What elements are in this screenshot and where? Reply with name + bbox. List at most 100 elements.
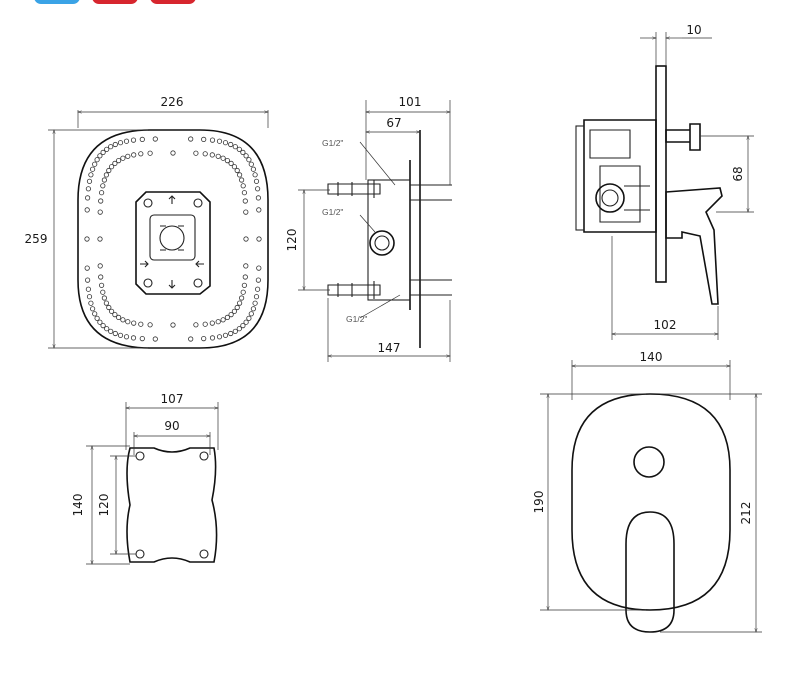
dim-frame-outer-height: 140 (71, 494, 85, 517)
perforation-dot (92, 161, 98, 167)
perforation-dot (116, 314, 122, 320)
perforation-dot (84, 207, 90, 213)
perforation-dot (252, 172, 258, 178)
perforation-dot (100, 183, 106, 189)
perforation-dot (94, 157, 100, 163)
perforation-dot (131, 152, 137, 158)
perforation-dot (228, 160, 234, 166)
perforation-dot (98, 198, 104, 204)
perforation-dot (248, 161, 254, 167)
perforation-dot (106, 304, 112, 311)
perforation-dot (236, 146, 242, 152)
perforation-dot (241, 282, 247, 288)
perforation-dot (252, 300, 258, 306)
perforation-dot (240, 289, 246, 295)
perforation-dot (209, 137, 216, 143)
perforation-dot (239, 295, 245, 301)
perforation-dot (193, 150, 199, 156)
perforation-dot (85, 195, 91, 201)
mounting-frame-view: 107 90 140 120 (71, 392, 218, 564)
perforation-dot (224, 158, 230, 164)
perforation-dot (97, 209, 103, 215)
perforation-dot (123, 138, 130, 144)
perforation-dot (103, 300, 110, 306)
dim-side-depth-total: 101 (399, 95, 422, 109)
perforation-dot (246, 157, 252, 163)
dim-side-depth-inner: 67 (386, 116, 401, 130)
perforation-dot (243, 209, 249, 215)
cover-plate-view: 140 190 212 (532, 350, 762, 633)
dim-cover-total-height: 212 (739, 502, 753, 525)
perforation-dot (224, 314, 230, 320)
perforation-dot (234, 167, 240, 174)
perforation-dot (106, 167, 112, 174)
perforation-dot (243, 236, 249, 242)
perforation-dot (237, 300, 243, 306)
perforation-dot (255, 195, 261, 201)
perforation-dot (112, 141, 118, 148)
share-button-red-2[interactable] (150, 0, 196, 4)
perforation-dot (222, 332, 229, 338)
perforation-dot (85, 186, 92, 192)
label-thread-bottom: G1/2" (346, 314, 367, 324)
perforation-dot (152, 136, 158, 142)
perforation-dot (201, 335, 207, 342)
perforation-dot (112, 311, 118, 318)
perforation-dot (100, 289, 106, 295)
perforation-dot (101, 177, 108, 183)
perforation-dot (222, 140, 229, 146)
perforation-dot (97, 319, 103, 325)
perforation-dot (85, 286, 92, 292)
perforation-dot (99, 282, 105, 288)
perforation-dot (170, 150, 176, 156)
perforation-dot (104, 326, 110, 332)
perforation-dot (202, 321, 208, 327)
perforation-dot (188, 336, 194, 342)
perforation-dot (193, 322, 199, 328)
perforation-dot (256, 207, 262, 213)
perforation-dot (228, 311, 234, 318)
perforation-dot (139, 136, 145, 142)
perforation-dot (209, 152, 215, 158)
perforation-dot (228, 330, 234, 337)
perforation-dot (255, 186, 261, 192)
perforation-dot (253, 178, 260, 184)
perforation-dot (201, 136, 207, 142)
dim-handle-offset: 68 (731, 166, 745, 181)
perforation-dot (125, 153, 131, 159)
perforation-dot (104, 146, 110, 152)
perforation-dot (103, 172, 110, 178)
perforation-ring-inner (97, 150, 249, 328)
label-thread-top: G1/2" (322, 138, 343, 148)
dim-cover-inner-height: 190 (532, 491, 546, 514)
perforation-dot (255, 286, 261, 292)
perforation-dot (209, 320, 215, 326)
perforation-dot (241, 190, 247, 196)
perforation-dot (86, 294, 93, 300)
share-toolbar (0, 0, 798, 8)
perforation-dot (202, 151, 208, 157)
perforation-dot (84, 236, 90, 242)
perforation-dot (215, 319, 221, 325)
box-side-view: G1/2" G1/2" G1/2" 101 67 120 147 (285, 95, 452, 362)
perforation-dot (109, 308, 115, 314)
perforation-dot (130, 137, 137, 143)
perforation-dot (255, 277, 261, 283)
perforation-dot (240, 149, 246, 155)
perforation-dot (188, 136, 194, 142)
share-button-blue[interactable] (34, 0, 80, 4)
share-button-red-1[interactable] (92, 0, 138, 4)
perforation-dot (138, 151, 144, 157)
perforation-dot (240, 322, 246, 329)
perforation-dot (239, 177, 245, 183)
perforation-dot (123, 334, 130, 340)
perforation-dot (88, 172, 94, 178)
dim-plate-thickness: 10 (686, 23, 701, 37)
perforation-dot (256, 265, 262, 271)
dim-box-height: 259 (25, 232, 48, 246)
perforation-dot (237, 172, 243, 178)
dim-frame-inner-width: 90 (164, 419, 179, 433)
perforation-dot (147, 150, 153, 156)
perforation-dot (216, 334, 223, 340)
perforation-dot (117, 332, 124, 338)
